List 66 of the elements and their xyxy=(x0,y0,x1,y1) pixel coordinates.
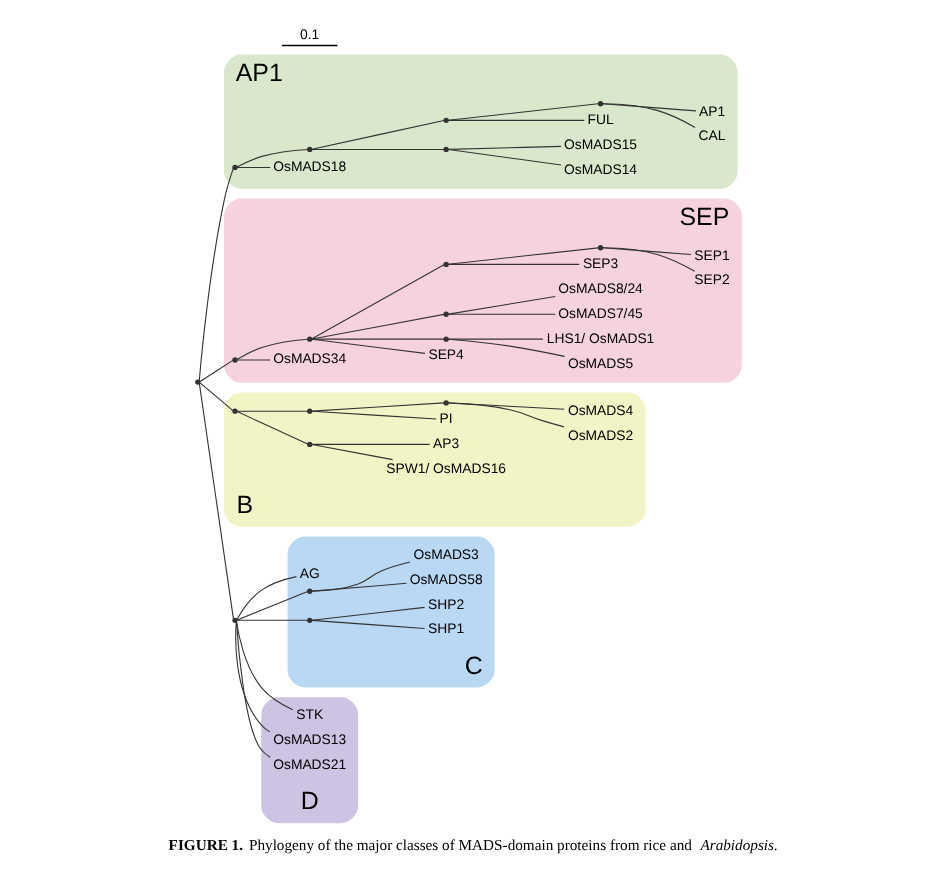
node-point xyxy=(307,408,313,414)
node-point xyxy=(443,117,449,124)
connector xyxy=(311,444,394,461)
connector xyxy=(311,582,407,592)
connector xyxy=(447,145,562,150)
node-point xyxy=(232,408,238,414)
connector xyxy=(447,149,562,166)
connector xyxy=(602,103,696,128)
connector xyxy=(311,606,426,621)
node-point xyxy=(232,617,238,623)
connector xyxy=(199,382,234,412)
connector xyxy=(236,411,309,445)
connector xyxy=(447,263,580,265)
connector xyxy=(236,359,271,361)
connector xyxy=(602,247,696,272)
node-point xyxy=(232,357,238,363)
connector xyxy=(447,338,566,357)
connector xyxy=(235,621,271,733)
connector xyxy=(198,383,234,620)
node-point xyxy=(443,146,449,153)
node-point xyxy=(597,101,604,107)
connector xyxy=(311,338,426,354)
connector xyxy=(447,295,556,315)
node-point xyxy=(307,588,313,594)
node-point xyxy=(443,400,449,406)
node-point xyxy=(443,261,449,268)
connector xyxy=(447,103,599,121)
connector xyxy=(236,590,309,621)
connector xyxy=(236,619,309,621)
node-point xyxy=(597,245,604,251)
connector xyxy=(311,410,437,420)
connector xyxy=(602,247,692,256)
connector xyxy=(236,621,294,711)
connector xyxy=(311,119,445,150)
connector xyxy=(236,410,309,412)
connector xyxy=(235,621,271,758)
connector xyxy=(311,338,445,340)
connector xyxy=(602,103,697,112)
connector xyxy=(236,576,298,620)
node-point xyxy=(443,336,449,342)
connector xyxy=(311,619,426,630)
connector xyxy=(236,338,309,361)
connector xyxy=(311,264,445,340)
connector xyxy=(447,119,585,121)
connector xyxy=(236,148,309,168)
node-point xyxy=(232,164,238,171)
node-point xyxy=(307,336,313,342)
node-point xyxy=(443,311,449,317)
connector xyxy=(447,338,544,340)
caption: FIGURE 1. Phylogeny of the major classes of MADS-domain proteins from rice and Arabidopsis. xyxy=(168,835,778,854)
node-point xyxy=(195,379,201,385)
connector xyxy=(447,402,565,428)
connector xyxy=(311,148,445,150)
node-point xyxy=(307,617,313,623)
connector xyxy=(198,168,234,382)
connector xyxy=(311,443,431,445)
connector xyxy=(236,166,271,168)
connector xyxy=(311,402,445,412)
connector xyxy=(199,359,234,383)
connector xyxy=(311,561,411,592)
connector xyxy=(447,402,565,410)
node-point xyxy=(307,146,313,153)
node-point xyxy=(307,441,313,448)
connector xyxy=(311,313,445,340)
connector xyxy=(447,313,556,315)
connector xyxy=(447,247,599,265)
